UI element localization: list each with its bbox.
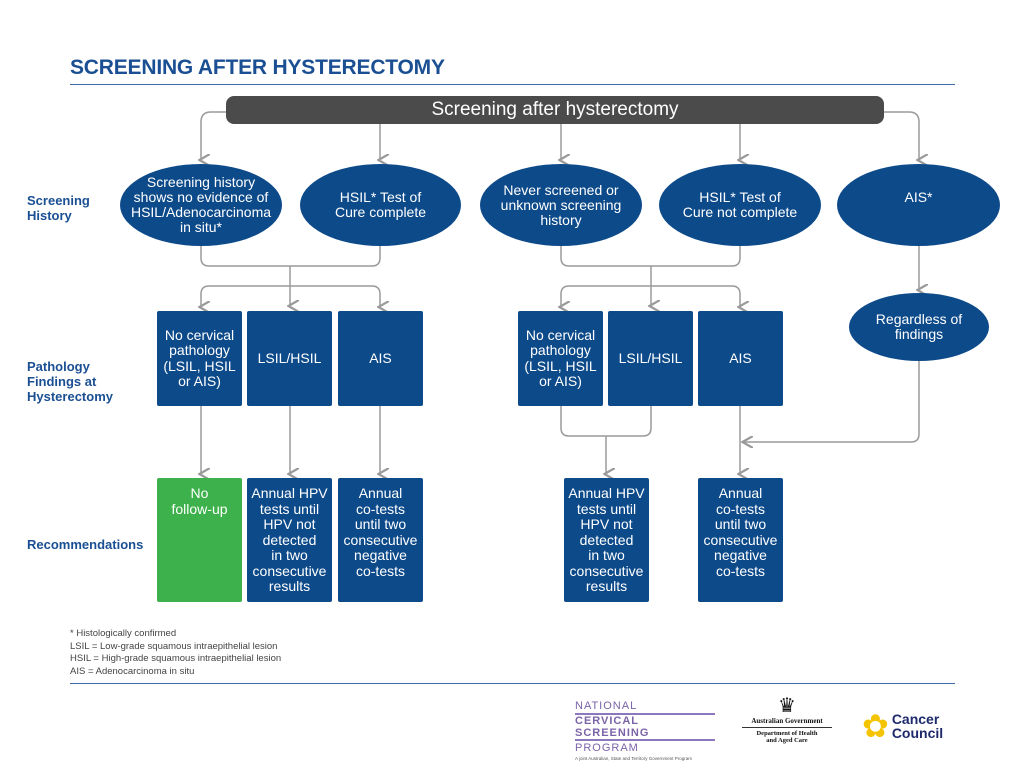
cancer-council-logo: ✿ Cancer Council	[862, 710, 943, 742]
gov-line3: and Aged Care	[766, 737, 808, 744]
footnote: HSIL = High-grade squamous intraepitheli…	[70, 653, 282, 664]
australian-government-logo: ♛ Australian Government Department of He…	[742, 695, 832, 744]
footnote: AIS = Adenocarcinoma in situ	[70, 665, 195, 677]
footnotes: * Histologically confirmed LSIL = Low-gr…	[70, 628, 281, 678]
label-screening-history: Screening History	[27, 193, 90, 223]
footnote: * Histologically confirmed	[70, 628, 177, 639]
ncsp-tagline: A joint Australian, State and Territory …	[575, 756, 692, 761]
rec-annual-cotests-left: Annual co-tests until two consecutive ne…	[338, 478, 423, 602]
coat-of-arms-icon: ♛	[778, 695, 796, 717]
history-no-evidence: Screening history shows no evidence of H…	[120, 164, 282, 246]
pathology-ais-right: AIS	[698, 311, 783, 406]
page-title: SCREENING AFTER HYSTERECTOMY	[70, 56, 445, 79]
rec-annual-hpv-left: Annual HPV tests until HPV not detected …	[247, 478, 332, 602]
title-divider	[70, 84, 955, 85]
pathology-lsil-hsil-left: LSIL/HSIL	[247, 311, 332, 406]
pathology-lsil-hsil-right: LSIL/HSIL	[608, 311, 693, 406]
gov-line2: Department of Health	[756, 730, 818, 737]
ncsp-line3: PROGRAM	[575, 742, 639, 754]
label-pathology-findings: Pathology Findings at Hysterectomy	[27, 359, 113, 404]
history-never-screened: Never screened or unknown screening hist…	[480, 164, 642, 246]
label-recommendations: Recommendations	[27, 537, 144, 552]
ncsp-line2: CERVICAL SCREENING	[575, 713, 715, 741]
ncsp-logo: NATIONAL CERVICAL SCREENING PROGRAM A jo…	[575, 700, 715, 761]
ncsp-line1: NATIONAL	[575, 700, 638, 712]
footnote: LSIL = Low-grade squamous intraepithelia…	[70, 640, 278, 652]
footer-divider	[70, 683, 955, 684]
history-ais: AIS*	[837, 164, 1000, 246]
pathology-ais-left: AIS	[338, 311, 423, 406]
regardless-of-findings: Regardless of findings	[849, 293, 989, 361]
pathology-none-right: No cervical pathology (LSIL, HSIL or AIS…	[518, 311, 603, 406]
rec-annual-hpv-right: Annual HPV tests until HPV not detected …	[564, 478, 649, 602]
cc-line1: Cancer	[891, 711, 940, 727]
screening-after-hysterectomy-bar: Screening after hysterectomy	[226, 96, 884, 124]
gov-line1: Australian Government	[742, 717, 832, 728]
daffodil-icon: ✿	[862, 708, 889, 744]
history-toc-not-complete: HSIL* Test of Cure not complete	[659, 164, 821, 246]
rec-annual-cotests-right: Annual co-tests until two consecutive ne…	[698, 478, 783, 602]
history-toc-complete: HSIL* Test of Cure complete	[300, 164, 461, 246]
pathology-none-left: No cervical pathology (LSIL, HSIL or AIS…	[157, 311, 242, 406]
rec-no-follow-up: No follow-up	[157, 478, 242, 602]
cc-line2: Council	[891, 725, 944, 741]
